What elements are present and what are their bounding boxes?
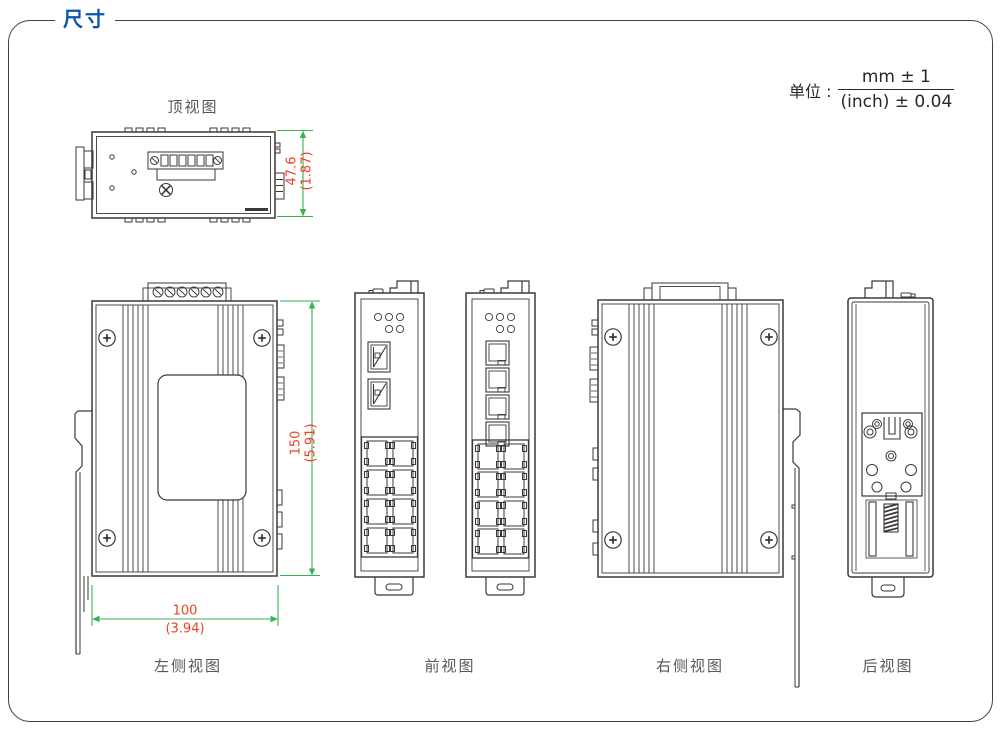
right-view-label: 右侧视图	[655, 657, 725, 675]
unit-label: 单位 :	[789, 81, 832, 101]
dim-height-lines	[280, 300, 320, 577]
left-view-label: 左侧视图	[153, 657, 223, 675]
dim-width-mm: 100	[172, 603, 198, 619]
front-view-fiber-drawing	[465, 280, 536, 596]
unit-note: 单位 : mm ± 1 (inch) ± 0.04	[789, 67, 955, 112]
rear-view-drawing	[847, 280, 934, 598]
dim-width-inch: (3.94)	[165, 621, 205, 637]
left-side-view-drawing	[74, 282, 285, 655]
page-title: 尺寸	[55, 3, 115, 32]
front-view-sfp-drawing	[354, 280, 425, 596]
top-view-label: 顶视图	[167, 98, 219, 116]
dim-width-lines	[91, 585, 279, 626]
rear-view-label: 后视图	[862, 657, 914, 675]
right-side-view-drawing	[589, 282, 801, 688]
dim-height-mm: 150	[288, 430, 304, 456]
front-view-label: 前视图	[424, 657, 476, 675]
dim-height-inch: (5.91)	[303, 423, 319, 463]
dim-depth-inch: (1.87)	[299, 151, 315, 191]
page-frame	[8, 20, 993, 722]
dim-depth-lines	[277, 129, 313, 218]
unit-inch: (inch) ± 0.04	[840, 92, 953, 112]
top-view-drawing	[75, 127, 285, 223]
dim-depth-mm: 47.6	[284, 156, 300, 186]
unit-mm: mm ± 1	[838, 67, 955, 90]
unit-fraction: mm ± 1 (inch) ± 0.04	[838, 67, 955, 112]
